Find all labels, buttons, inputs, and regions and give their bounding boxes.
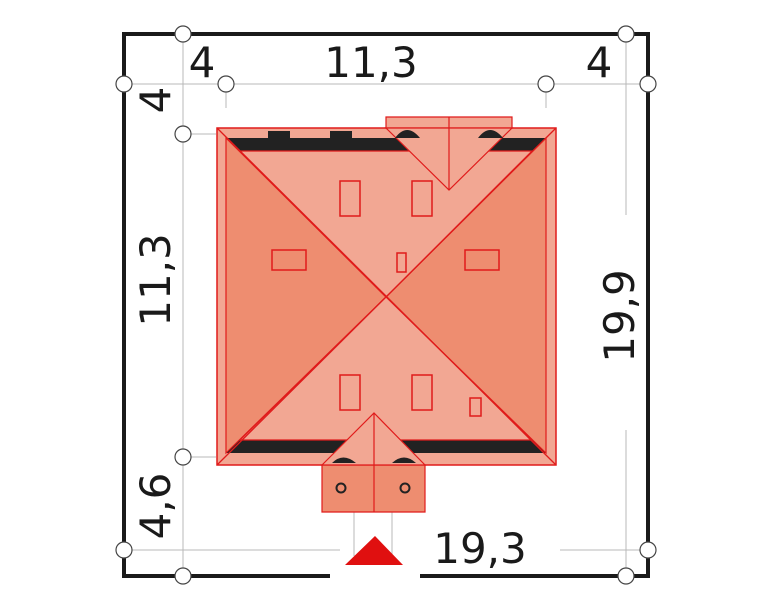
dim-left-bottom-setback: 4,6	[131, 473, 180, 540]
survey-point-icon	[617, 25, 635, 43]
house-roof	[216, 116, 557, 513]
survey-point-icon	[174, 448, 192, 466]
roof-skylights	[271, 180, 500, 417]
survey-point-icon	[617, 567, 635, 585]
dim-top-house-width: 11,3	[324, 38, 418, 87]
survey-point-icon	[174, 25, 192, 43]
survey-points	[115, 25, 657, 585]
dim-top-left-setback: 4	[189, 38, 216, 87]
dim-right-plot-depth: 19,9	[595, 269, 644, 363]
dim-left-top-setback: 4	[131, 87, 180, 114]
survey-point-icon	[537, 75, 555, 93]
north-dormer	[384, 116, 514, 191]
survey-point-icon	[217, 75, 235, 93]
survey-point-icon	[174, 567, 192, 585]
entrance-porch	[320, 412, 427, 513]
survey-point-icon	[115, 541, 133, 559]
survey-point-icon	[639, 75, 657, 93]
survey-point-icon	[174, 125, 192, 143]
survey-point-icon	[115, 75, 133, 93]
dim-bottom-plot-width: 19,3	[433, 524, 527, 573]
survey-point-icon	[639, 541, 657, 559]
plot-boundary	[122, 32, 650, 578]
dim-left-house-depth: 11,3	[131, 233, 180, 327]
entrance-triangle-icon	[345, 536, 403, 565]
dim-top-right-setback: 4	[586, 38, 613, 87]
